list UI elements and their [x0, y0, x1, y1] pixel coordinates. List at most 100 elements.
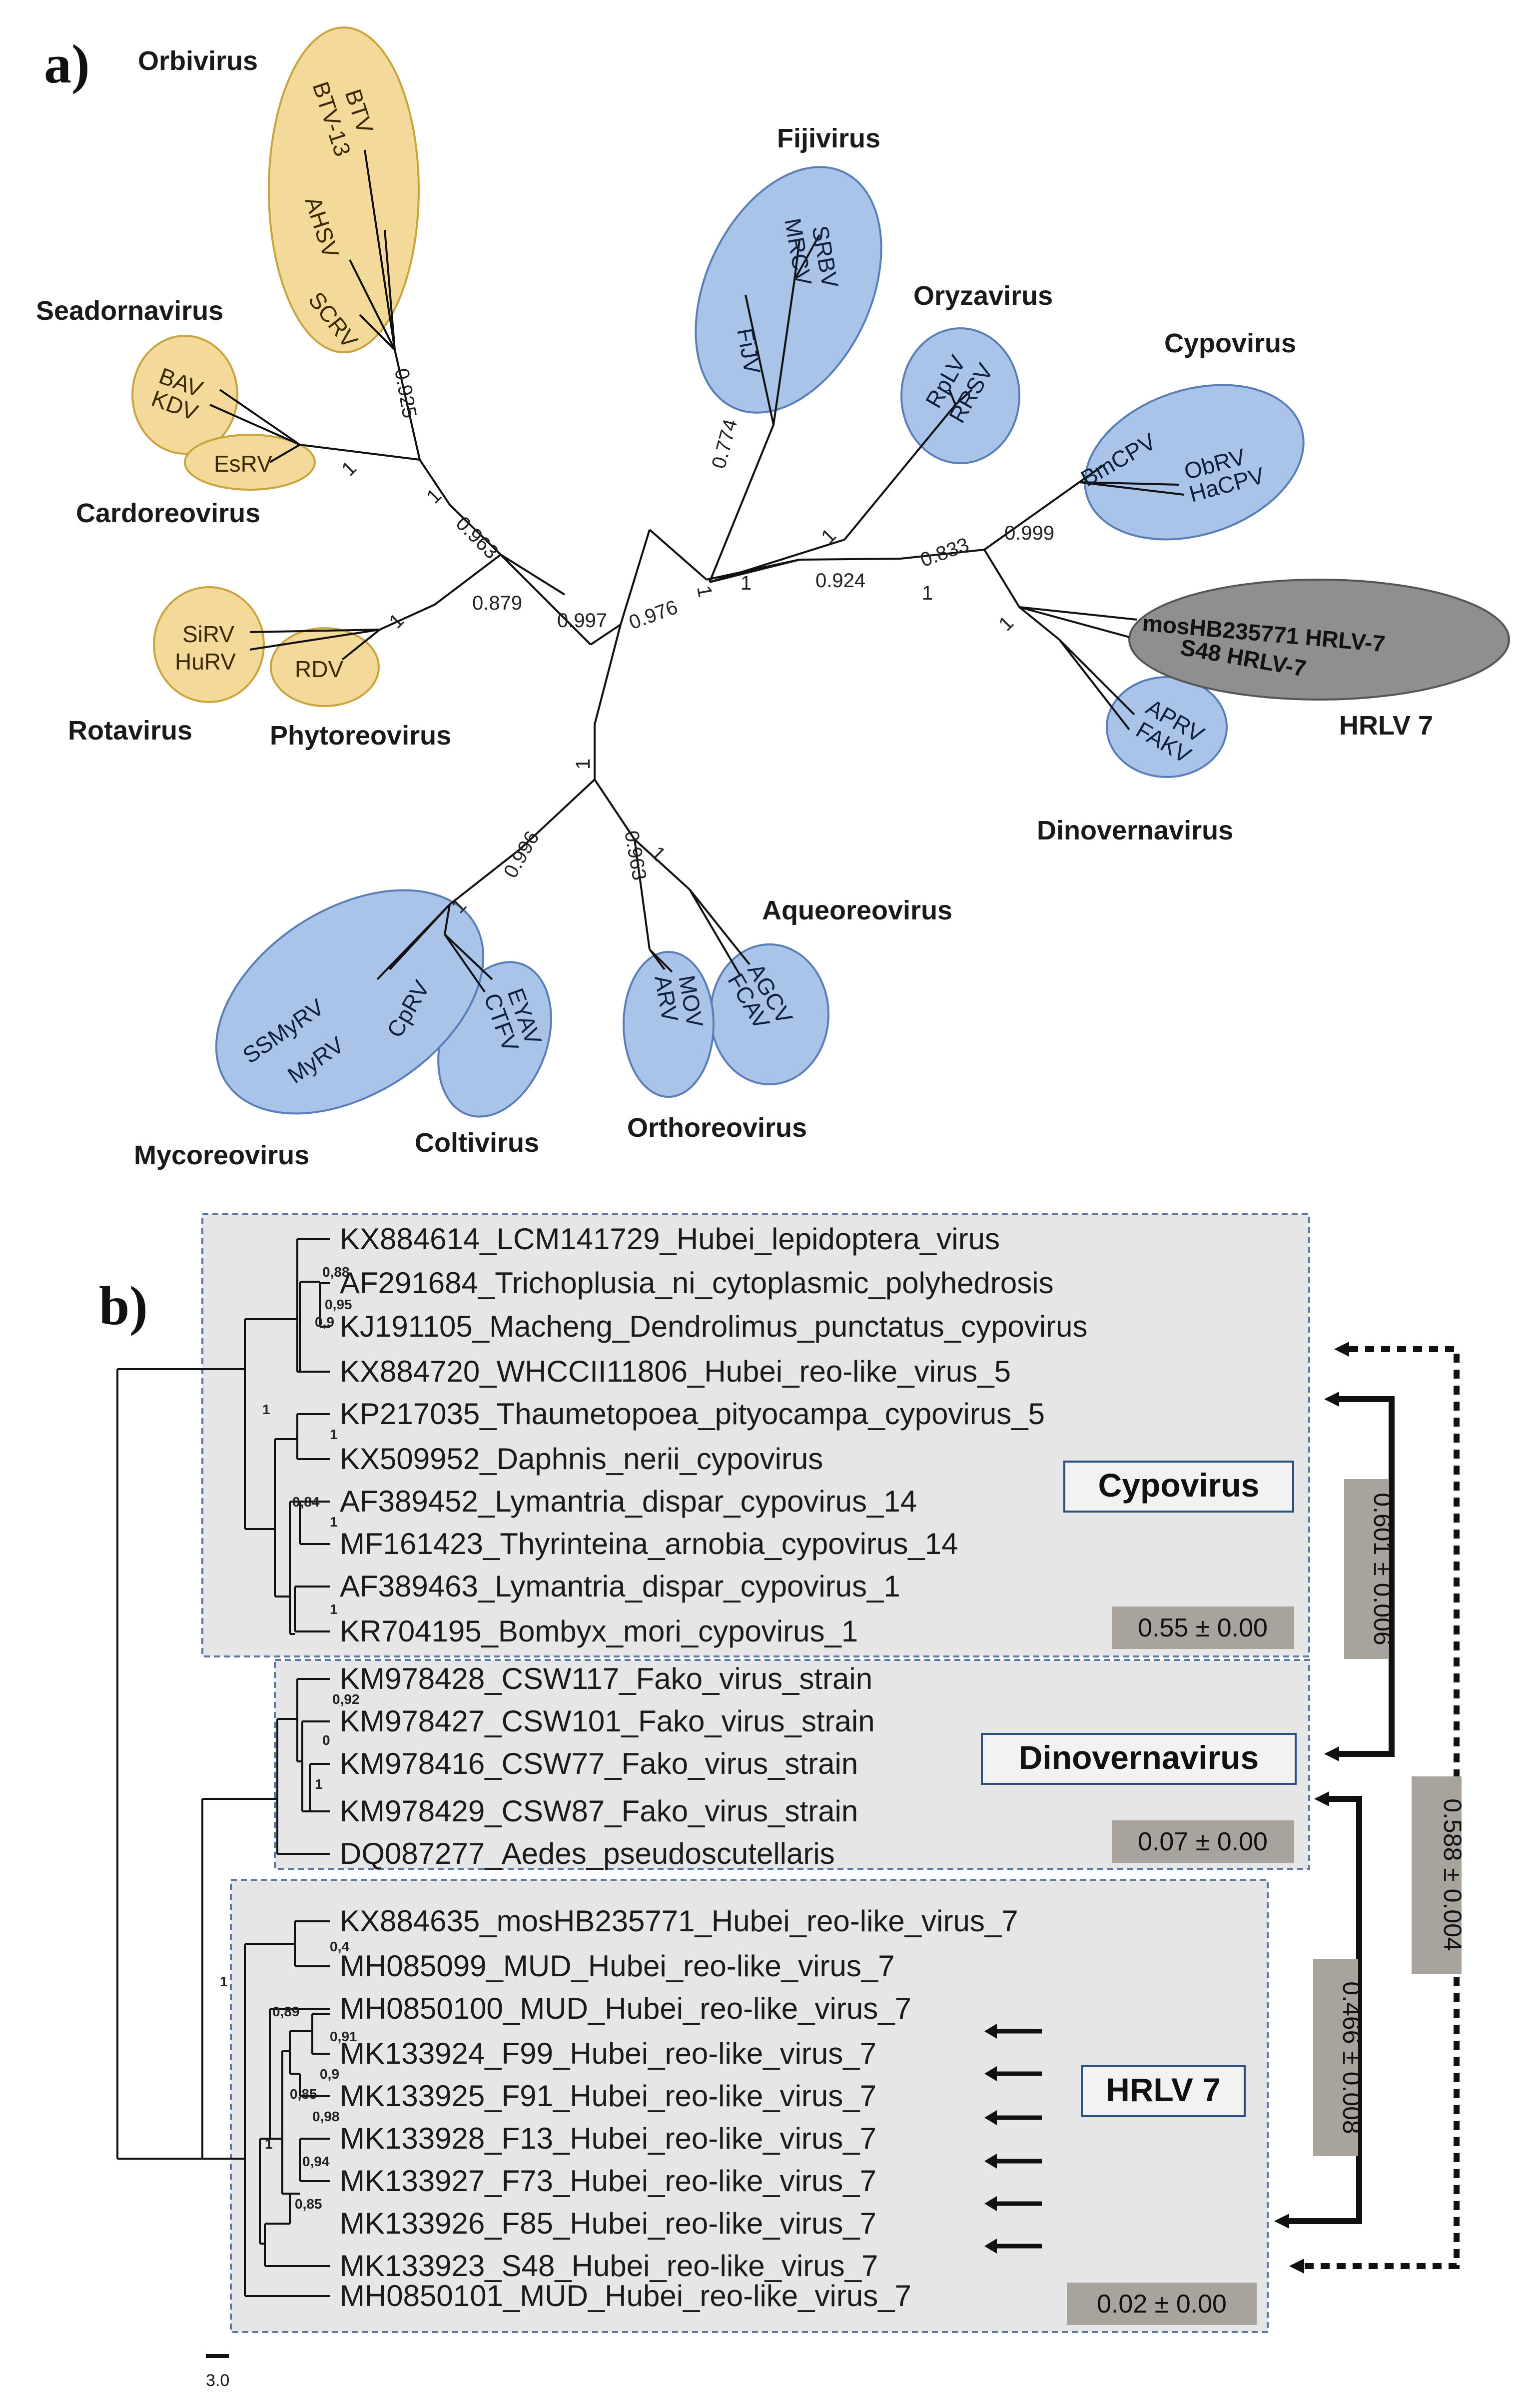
genus-cypovirus: Cypovirus: [1164, 328, 1296, 358]
genus-oryzavirus: Oryzavirus: [913, 281, 1053, 311]
genus-phytoreovirus: Phytoreovirus: [270, 721, 451, 751]
between-group-brackets: 0.601 ± 0.006 0.466 ± 0.008 0.588 ± 0.00…: [1274, 1342, 1467, 2274]
bootstrap-088: 0,88: [322, 1264, 350, 1280]
bootstrap-1-e: 1: [220, 1974, 228, 1989]
bootstrap-1-f: 1: [265, 2136, 273, 2152]
rotavirus-ellipse: [153, 586, 265, 703]
genus-seadornavirus: Seadornavirus: [36, 296, 223, 326]
genus-cardoreovirus: Cardoreovirus: [76, 498, 260, 528]
genus-orthoreovirus: Orthoreovirus: [627, 1113, 807, 1143]
genus-fijivirus: Fijivirus: [777, 123, 880, 153]
tip-labels: KX884614_LCM141729_Hubei_lepidoptera_vir…: [340, 1222, 1087, 2313]
mycoreovirus-ellipse: [215, 889, 485, 1115]
arrow-f73-head: [984, 2154, 997, 2169]
genus-dinovernavirus: Dinovernavirus: [1037, 815, 1233, 845]
support-0963b: 0.963: [620, 829, 651, 882]
bracket-cypo-dino: [1339, 1396, 1395, 1757]
bootstrap-091: 0,91: [330, 2029, 357, 2044]
hrlv7-distance: 0.02 ± 0.00: [1097, 2290, 1227, 2319]
panel-b: b) Cypovirus Dinovernavirus HRLV 7 0.55 …: [99, 1213, 1467, 2390]
genus-coltivirus: Coltivirus: [415, 1128, 539, 1158]
tip-12: KM978427_CSW101_Fako_virus_strain: [340, 1704, 875, 1738]
cypovirus-title-box: [1063, 1461, 1294, 1513]
genus-aqueoreovirus: Aqueoreovirus: [762, 895, 952, 925]
bootstrap-089: 0,89: [272, 2004, 300, 2019]
genus-mycoreovirus: Mycoreovirus: [134, 1140, 309, 1170]
support-0774: 0.774: [708, 417, 742, 471]
cypovirus-distance-box: [1112, 1606, 1294, 1649]
tip-9: AF389463_Lymantria_dispar_cypovirus_1: [340, 1570, 900, 1603]
bootstrap-085b: 0,85: [295, 2196, 322, 2212]
tip-20: MK133925_F91_Hubei_reo-like_virus_7: [340, 2079, 876, 2113]
hrlv7-title-box: [1081, 2065, 1246, 2117]
dinovernavirus-title-box: [981, 1733, 1297, 1785]
tip-24: MK133923_S48_Hubei_reo-like_virus_7: [340, 2249, 878, 2283]
arrow-f91-head: [984, 2066, 997, 2081]
arrow-s48-head: [984, 2239, 997, 2254]
scale-label: 3.0: [206, 2371, 229, 2390]
bootstrap-09b: 0,9: [320, 2066, 339, 2082]
bootstrap-085: 0,85: [290, 2086, 317, 2102]
support-0996: 0.996: [500, 827, 544, 882]
phytoreovirus-ellipse: [270, 627, 380, 707]
support-1-g: 1: [922, 582, 933, 604]
support-0976: 0.976: [626, 596, 681, 634]
dinovernavirus-title: Dinovernavirus: [1019, 1739, 1259, 1776]
oryzavirus-ellipse: [900, 327, 1020, 464]
tip-5: KP217035_Thaumetopoea_pityocampa_cypovir…: [340, 1397, 1045, 1431]
bootstrap-1-d: 1: [315, 1776, 323, 1792]
bootstrap-094: 0,94: [302, 2154, 330, 2169]
leaf-hurv: HuRV: [175, 649, 236, 675]
support-1-i: 1: [572, 759, 594, 770]
bracket-cypo-hrlv-label-box: [1412, 1776, 1462, 1974]
bootstrap-04: 0,4: [330, 1939, 349, 1954]
bracket-dino-hrlv-head-bottom: [1274, 2214, 1289, 2229]
bracket-dino-hrlv-label-box: [1313, 1959, 1358, 2156]
tip-8: MF161423_Thyrinteina_arnobia_cypovirus_1…: [340, 1527, 958, 1561]
tip-18: MH0850100_MUD_Hubei_reo-like_virus_7: [340, 1992, 911, 2025]
leaf-sirv: SiRV: [182, 621, 234, 647]
support-0997: 0.997: [557, 610, 607, 632]
support-1-f: 1: [817, 525, 840, 548]
genus-rotavirus: Rotavirus: [68, 716, 192, 746]
tip-25: MH0850101_MUD_Hubei_reo-like_virus_7: [340, 2279, 911, 2313]
arrow-f85-head: [984, 2196, 997, 2211]
leaf-esrv: EsRV: [214, 451, 272, 477]
tip-7: AF389452_Lymantria_dispar_cypovirus_14: [340, 1485, 917, 1518]
genus-hrlv7: HRLV 7: [1339, 711, 1433, 741]
bootstrap-1-root: 1: [262, 1402, 270, 1417]
panel-a: a): [36, 26, 1510, 1170]
support-1-a: 1: [422, 485, 446, 508]
seadornavirus-ellipse: [131, 335, 238, 455]
support-1-b: 1: [337, 457, 361, 481]
tip-23: MK133926_F85_Hubei_reo-like_virus_7: [340, 2207, 876, 2240]
support-0999: 0.999: [1004, 522, 1054, 544]
bracket-cypo-hrlv-head-top: [1334, 1342, 1349, 1357]
orbivirus-ellipse: [268, 26, 420, 353]
bracket-cypo-hrlv-head-bottom: [1289, 2259, 1304, 2274]
bracket-dino-hrlv-head-top: [1314, 1791, 1329, 1806]
tip-6: KX509952_Daphnis_nerii_cypovirus: [340, 1442, 823, 1476]
orthoreovirus-ellipse: [623, 951, 715, 1098]
tip-19: MK133924_F99_Hubei_reo-like_virus_7: [340, 2037, 876, 2070]
bracket-cypo-dino-label-box: [1344, 1479, 1389, 1659]
bracket-cypo-dino-head-bottom: [1324, 1746, 1339, 1761]
arrow-f99-head: [984, 2024, 997, 2039]
between-dino-hrlv: 0.466 ± 0.008: [1338, 1981, 1366, 2134]
hrlv7-distance-box: [1067, 2283, 1257, 2325]
dinovernavirus-distance: 0.07 ± 0.00: [1138, 1827, 1268, 1856]
support-0879: 0.879: [472, 592, 522, 614]
bootstrap-1-a: 1: [330, 1427, 338, 1442]
between-cypo-hrlv: 0.588 ± 0.004: [1439, 1798, 1467, 1951]
support-0925: 0.925: [390, 367, 421, 420]
tip-15: DQ087277_Aedes_pseudoscutellaris: [340, 1837, 835, 1870]
fijivirus-ellipse: [695, 166, 882, 414]
support-0963: 0.963: [452, 512, 503, 563]
tip-3: KJ191105_Macheng_Dendrolimus_punctatus_c…: [340, 1310, 1087, 1343]
panel-a-label: a): [44, 33, 90, 94]
support-1-h: 1: [994, 612, 1018, 636]
bootstrap-098: 0,98: [312, 2109, 340, 2124]
hrlv7-ellipse: [1128, 579, 1510, 701]
support-1-d: 1: [693, 584, 716, 599]
